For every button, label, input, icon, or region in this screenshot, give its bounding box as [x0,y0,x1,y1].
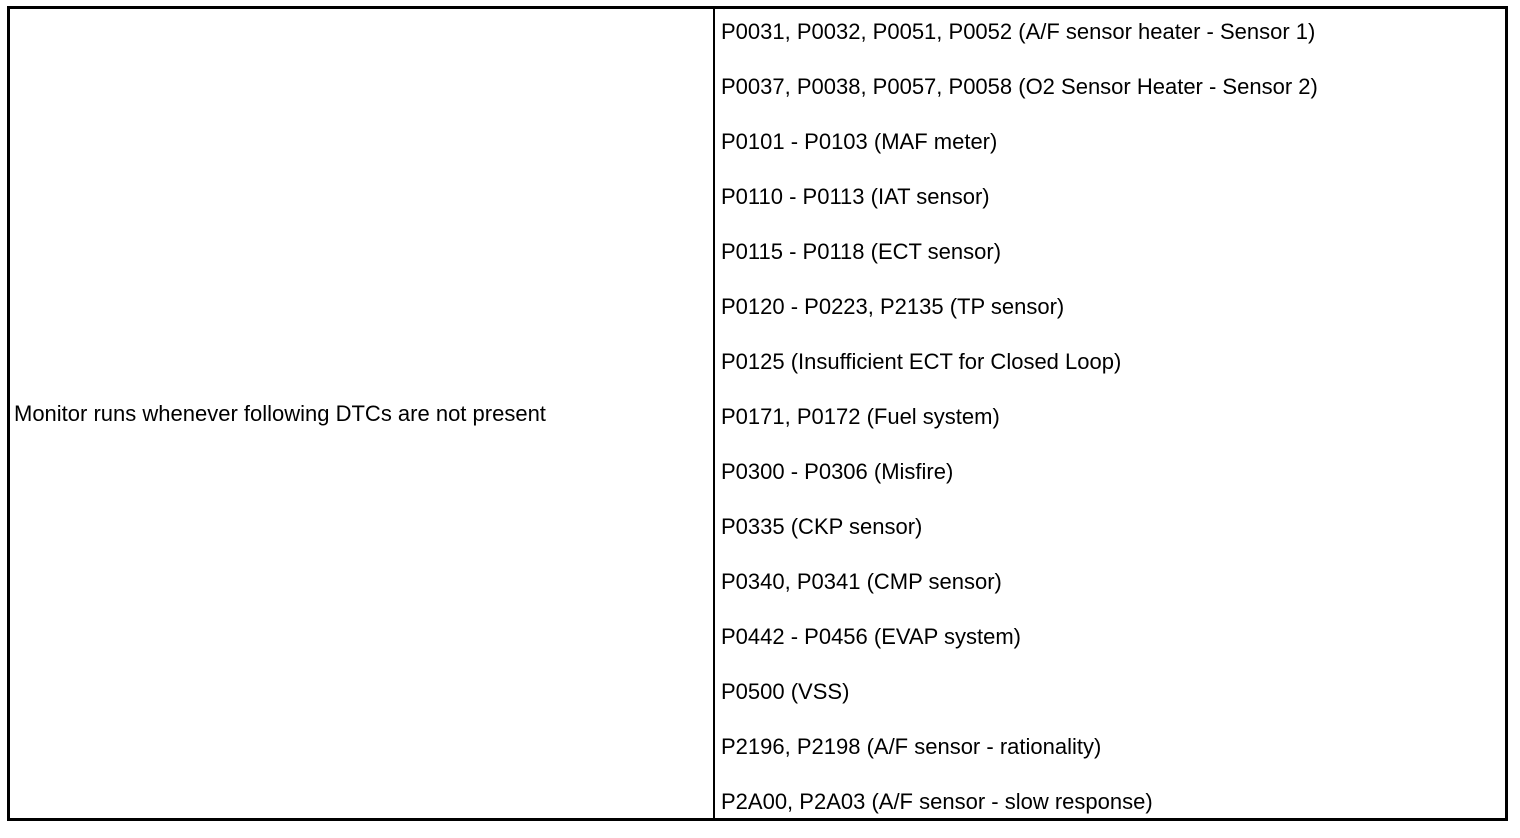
dtc-item: P0500 (VSS) [721,679,850,704]
condition-label: Monitor runs whenever following DTCs are… [14,400,546,426]
dtc-item: P0120 - P0223, P2135 (TP sensor) [721,294,1065,319]
dtc-item: P0115 - P0118 (ECT sensor) [721,239,1002,264]
dtc-item: P0037, P0038, P0057, P0058 (O2 Sensor He… [721,74,1318,99]
dtc-item: P2A00, P2A03 (A/F sensor - slow response… [721,789,1153,814]
dtc-item: P0101 - P0103 (MAF meter) [721,129,998,154]
dtc-table: Monitor runs whenever following DTCs are… [7,6,1508,821]
dtc-item: P0335 (CKP sensor) [721,514,923,539]
dtc-item: P0300 - P0306 (Misfire) [721,459,954,484]
dtc-item: P0340, P0341 (CMP sensor) [721,569,1002,594]
dtc-item: P0171, P0172 (Fuel system) [721,404,1000,429]
dtc-item: P2196, P2198 (A/F sensor - rationality) [721,734,1102,759]
dtc-item: P0031, P0032, P0051, P0052 (A/F sensor h… [721,19,1316,44]
dtc-item: P0125 (Insufficient ECT for Closed Loop) [721,349,1122,374]
dtc-list-cell: P0031, P0032, P0051, P0052 (A/F sensor h… [715,9,1505,818]
dtc-item: P0442 - P0456 (EVAP system) [721,624,1021,649]
dtc-item: P0110 - P0113 (IAT sensor) [721,184,990,209]
condition-cell: Monitor runs whenever following DTCs are… [10,9,715,818]
